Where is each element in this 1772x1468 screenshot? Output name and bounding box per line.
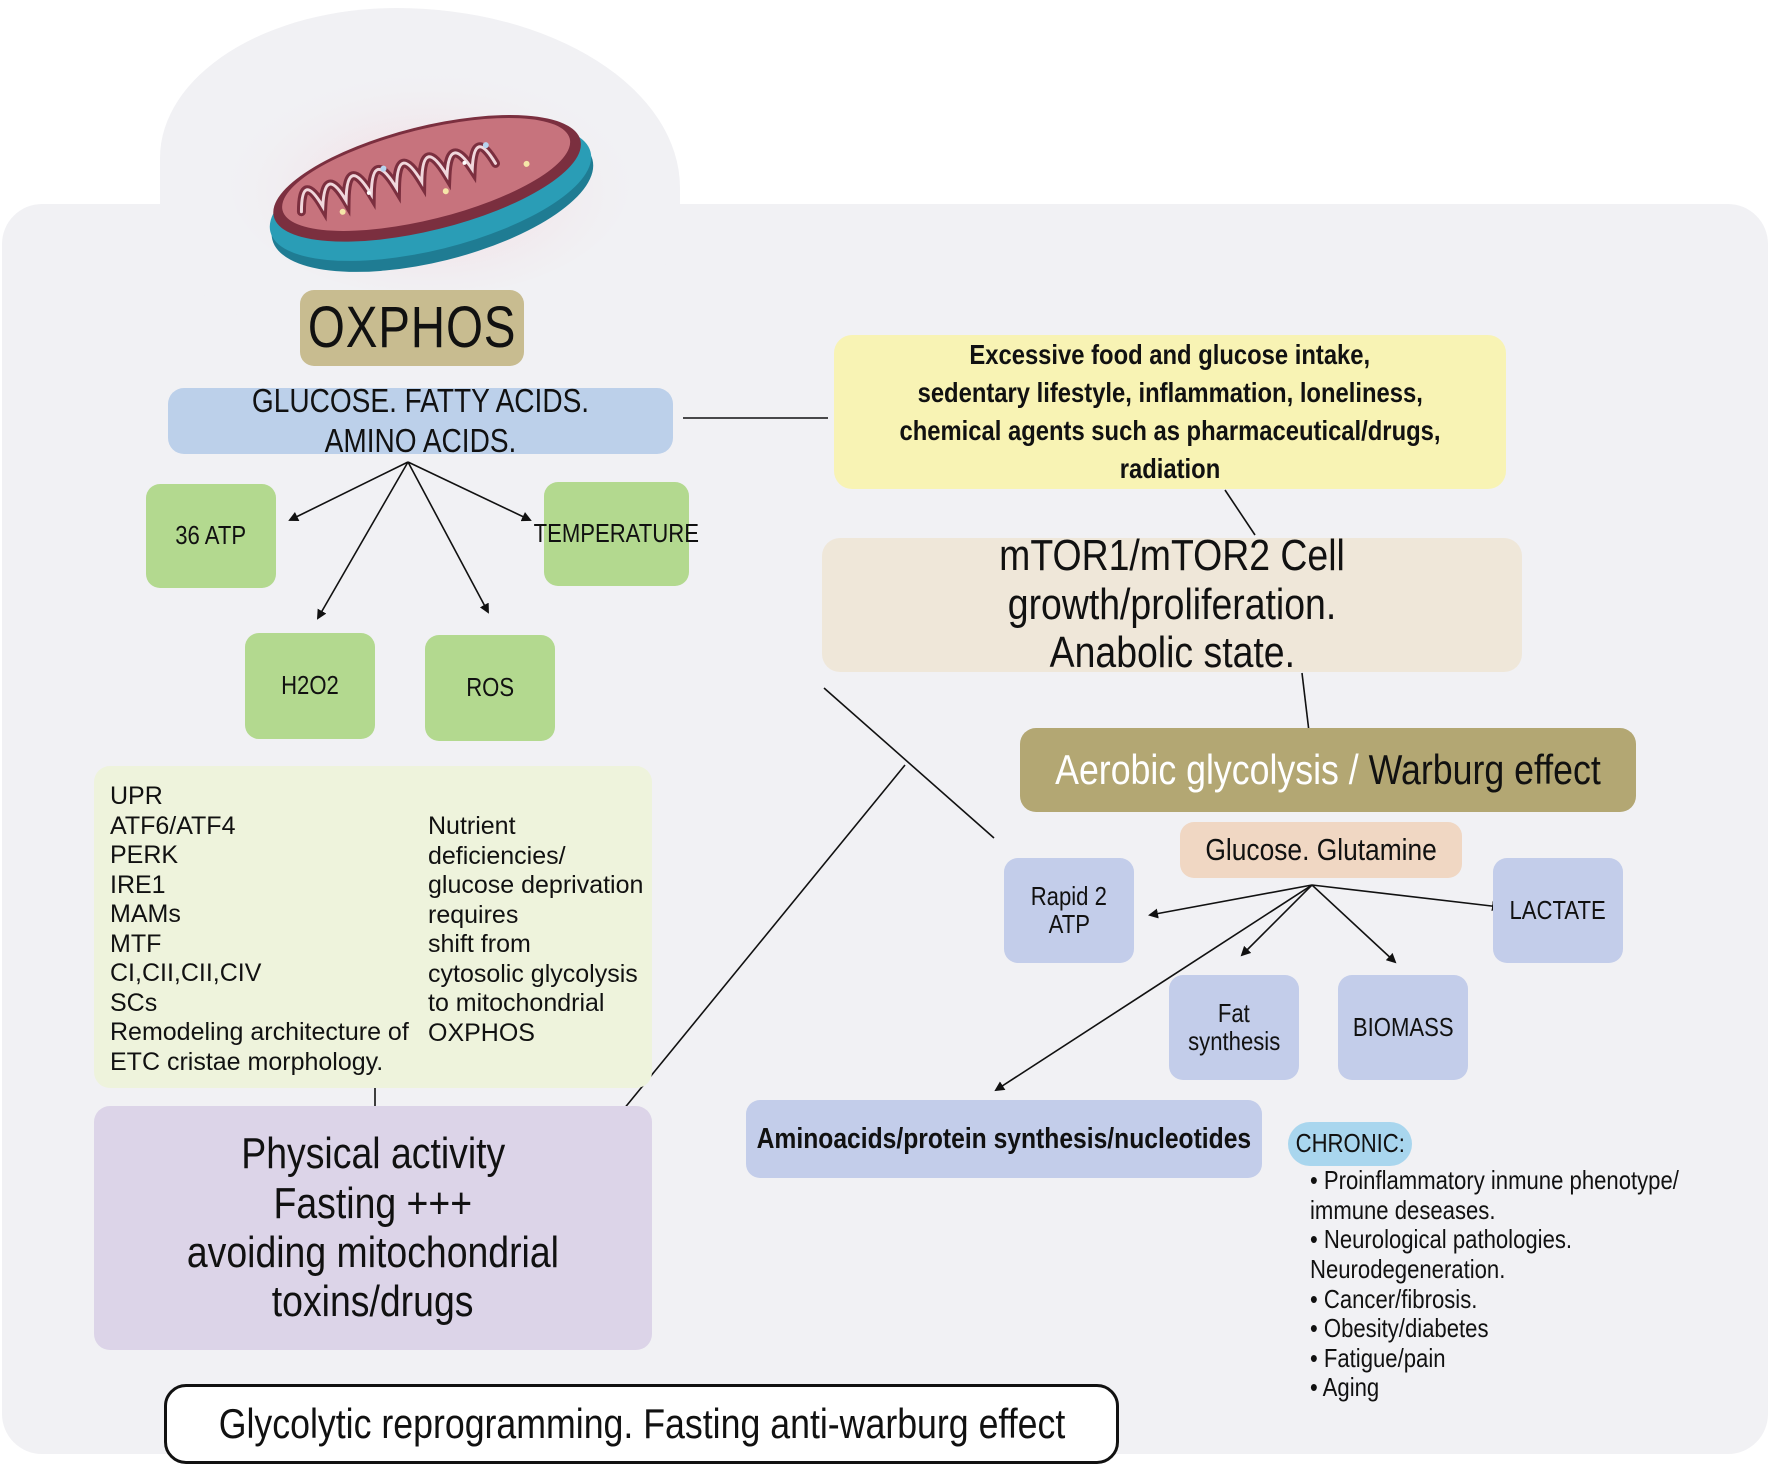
oxphos-title: OXPHOS [307, 295, 517, 361]
mechanism-item: PERK [110, 841, 179, 869]
mechanism-item: IRE1 [110, 870, 166, 899]
risk-factor-line: Excessive food and glucose intake, [969, 339, 1371, 371]
product-h2o2: H2O2 [245, 633, 375, 739]
mechanism-item: Remodeling architecture of [110, 1018, 409, 1046]
rapid-atp-line: ATP [1048, 908, 1090, 939]
risk-factor-line: chemical agents such as pharmaceutical/d… [899, 415, 1441, 484]
product-lactate: LACTATE [1493, 858, 1623, 963]
biomass-label: BIOMASS [1352, 1011, 1454, 1042]
mechanism-item: UPR [110, 782, 163, 810]
fat-synthesis-line: Fat [1218, 998, 1250, 1029]
mtor-line: mTOR1/mTOR2 Cell growth/proliferation. [999, 531, 1345, 629]
chronic-badge: CHRONIC: [1288, 1122, 1412, 1166]
rapid-atp-line: Rapid 2 [1030, 881, 1108, 912]
risk-factors-box: Excessive food and glucose intake, seden… [834, 335, 1506, 489]
lifestyle-line: avoiding mitochondrial [186, 1228, 560, 1277]
mechanism-item: SCs [110, 988, 158, 1017]
nutrient-shift-line: glucose deprivation [428, 871, 644, 899]
product-ros: ROS [425, 635, 555, 741]
warburg-title: Aerobic glycolysis / Warburg effect [1055, 745, 1601, 795]
aminoacids-label: Aminoacids/protein synthesis/nucleotides [756, 1122, 1252, 1155]
mechanism-item: MAMs [110, 900, 181, 928]
oxphos-substrates: GLUCOSE. FATTY ACIDS. AMINO ACIDS. [251, 382, 590, 459]
caption-text: Glycolytic reprogramming. Fasting anti-w… [218, 1399, 1065, 1447]
warburg-substrates: Glucose. Glutamine [1205, 832, 1437, 868]
mechanisms-box [94, 766, 652, 1088]
risk-factor-line: sedentary lifestyle, inflammation, lonel… [917, 377, 1423, 409]
oxphos-substrates-box: GLUCOSE. FATTY ACIDS. AMINO ACIDS. [168, 382, 673, 459]
chronic-item: Neurodegeneration. [1310, 1253, 1506, 1284]
nutrient-shift-line: shift from [428, 930, 531, 958]
warburg-title-part1: Aerobic glycolysis [1055, 745, 1339, 793]
mechanism-item: MTF [110, 929, 162, 958]
chronic-item: immune deseases. [1310, 1194, 1496, 1225]
product-fat-synthesis: Fat synthesis [1169, 975, 1299, 1080]
warburg-title-box: Aerobic glycolysis / Warburg effect [1020, 728, 1636, 812]
product-aminoacids: Aminoacids/protein synthesis/nucleotides [746, 1100, 1262, 1178]
product-atp: 36 ATP [146, 484, 276, 588]
fat-synthesis-line: synthesis [1187, 1025, 1281, 1056]
nutrient-shift-line: cytosolic glycolysis [428, 959, 638, 988]
nutrient-shift-text: Nutrient deficiencies/ glucose deprivati… [428, 812, 648, 1048]
nutrient-shift-line: OXPHOS [428, 1018, 535, 1047]
caption-box: Glycolytic reprogramming. Fasting anti-w… [164, 1384, 1119, 1464]
lifestyle-box: Physical activity Fasting +++ avoiding m… [94, 1106, 652, 1350]
product-temperature-label: TEMPERATURE [533, 518, 700, 549]
mitochondrion-illustration [230, 65, 630, 290]
mechanism-item: CI,CII,CII,CIV [110, 959, 262, 987]
product-ros-label: ROS [466, 672, 514, 703]
chronic-item: • Neurological pathologies. [1310, 1224, 1573, 1255]
product-biomass: BIOMASS [1338, 975, 1468, 1080]
lactate-label: LACTATE [1509, 894, 1607, 925]
chronic-item: • Fatigue/pain [1310, 1342, 1446, 1373]
warburg-title-part2: Warburg effect [1368, 745, 1601, 793]
chronic-item: • Cancer/fibrosis. [1310, 1283, 1478, 1314]
lifestyle-line: toxins/drugs [272, 1277, 474, 1327]
mtor-box: mTOR1/mTOR2 Cell growth/proliferation. A… [822, 532, 1522, 677]
product-rapid-atp: Rapid 2 ATP [1004, 858, 1134, 963]
chronic-label: CHRONIC: [1295, 1128, 1405, 1159]
chronic-item: • Obesity/diabetes [1310, 1313, 1489, 1344]
product-h2o2-label: H2O2 [281, 670, 339, 701]
warburg-substrates-box: Glucose. Glutamine [1180, 822, 1462, 878]
lifestyle-line: Physical activity [241, 1129, 505, 1179]
nutrient-shift-line: requires [428, 900, 519, 929]
oxphos-title-box: OXPHOS [300, 290, 524, 366]
lifestyle-line: Fasting +++ [273, 1178, 473, 1228]
warburg-title-separator: / [1348, 745, 1359, 793]
chronic-conditions-list: • Proinflammatory inmune phenotype/ immu… [1310, 1165, 1744, 1403]
mechanism-item: ATF6/ATF4 [110, 811, 236, 840]
mechanism-item: ETC cristae morphology. [110, 1047, 384, 1076]
chronic-item: • Proinflammatory inmune phenotype/ [1310, 1165, 1679, 1195]
product-atp-label: 36 ATP [175, 520, 247, 551]
nutrient-shift-line: to mitochondrial [428, 989, 605, 1017]
product-temperature: TEMPERATURE [534, 482, 699, 586]
nutrient-shift-line: Nutrient deficiencies/ [428, 812, 566, 870]
chronic-item: • Aging [1310, 1372, 1380, 1403]
mtor-line: Anabolic state. [1049, 628, 1295, 678]
mechanisms-list: UPR ATF6/ATF4 PERK IRE1 MAMs MTF CI,CII,… [110, 782, 410, 1077]
